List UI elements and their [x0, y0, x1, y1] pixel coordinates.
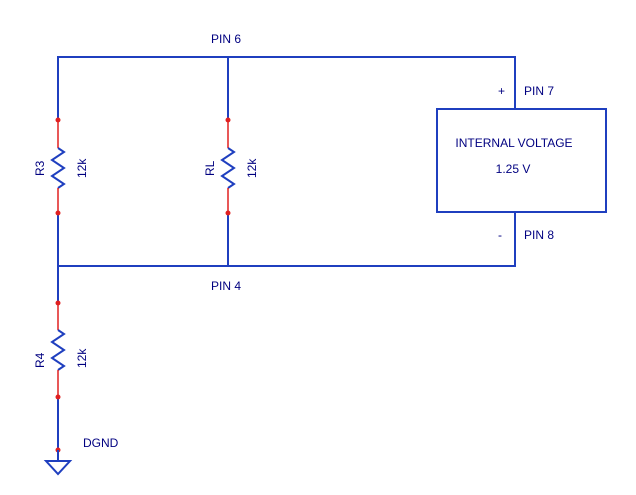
internal-voltage-box	[436, 108, 607, 213]
resistor-r3: R3 12k	[33, 117, 89, 216]
pin4-label: PIN 4	[211, 279, 241, 293]
r3-ref-label: R3	[33, 160, 47, 176]
pin6-label: PIN 6	[211, 32, 241, 46]
rl-pin2	[225, 210, 231, 216]
r4-pin2	[55, 394, 61, 400]
source-title: INTERNAL VOLTAGE	[455, 136, 572, 150]
r3-pin1	[55, 117, 61, 123]
rl-pin1	[225, 117, 231, 123]
resistor-rl: RL 12k	[203, 117, 259, 216]
wire-pin6-net	[57, 56, 516, 118]
wire-pin4-net	[57, 212, 516, 267]
source-plus-mark: +	[498, 84, 505, 98]
rl-ref-label: RL	[203, 160, 217, 176]
r3-value-label: 12k	[75, 158, 89, 178]
ground-label: DGND	[83, 436, 119, 450]
ground-symbol	[43, 447, 73, 476]
rl-value-label: 12k	[245, 158, 259, 178]
r4-value-label: 12k	[75, 348, 89, 368]
source-value: 1.25 V	[496, 162, 531, 176]
pin8-label: PIN 8	[524, 228, 554, 242]
r4-pin1	[55, 300, 61, 306]
r3-pin2	[55, 210, 61, 216]
r4-ref-label: R4	[33, 352, 47, 368]
resistor-r4: R4 12k	[33, 300, 89, 400]
source-minus-mark: -	[498, 228, 502, 242]
pin7-label: PIN 7	[524, 84, 554, 98]
